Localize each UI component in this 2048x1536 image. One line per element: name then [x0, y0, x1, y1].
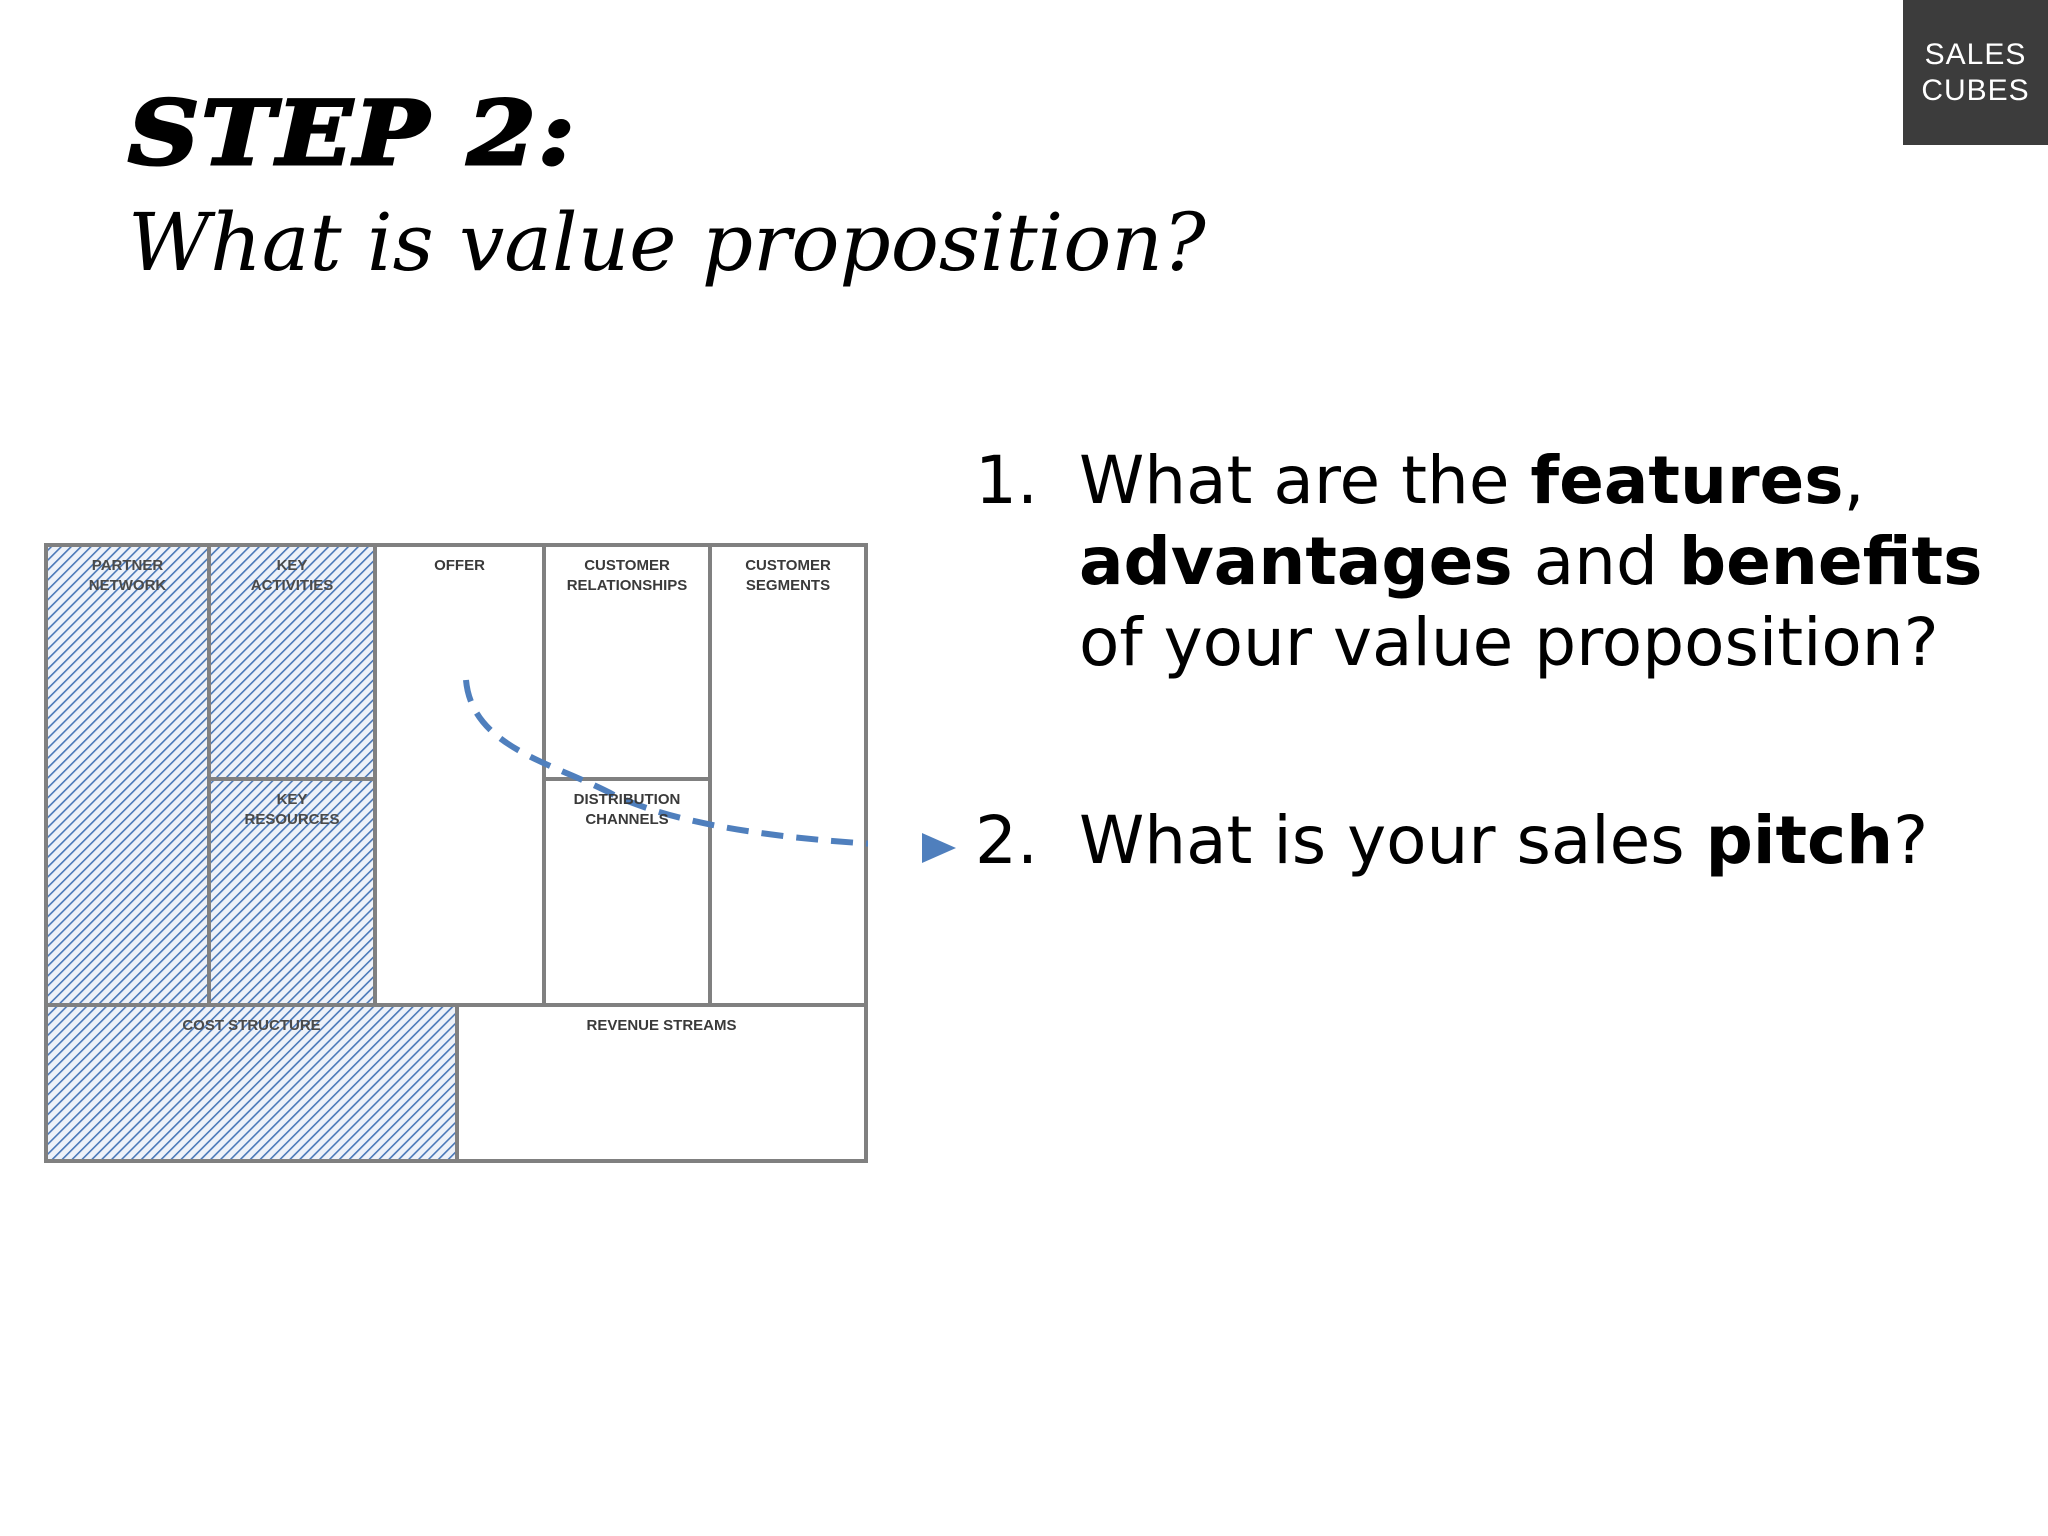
arrow-head-icon [922, 833, 956, 863]
question-1-text: What are the features, advantages and be… [1079, 440, 2019, 683]
dashed-arrow [463, 679, 868, 847]
step-subtitle: What is value proposition? [128, 196, 1206, 289]
cell-key-activities [209, 545, 375, 779]
step-title: STEP 2: [126, 80, 577, 187]
cell-partner-network [46, 545, 209, 1005]
label-key-activities: KEY ACTIVITIES [250, 557, 334, 594]
question-2-number: 2. [975, 802, 1038, 879]
q2-bold-pitch: pitch [1705, 802, 1894, 879]
label-customer-segments: CUSTOMER SEGMENTS [745, 557, 831, 594]
sales-cubes-logo: SALES CUBES [1903, 0, 2048, 145]
label-partner-network: PARTNER NETWORK [88, 557, 167, 594]
label-cost-structure: COST STRUCTURE [182, 1017, 321, 1034]
q1-text-3: and [1512, 523, 1679, 600]
q1-text-1: What are the [1079, 442, 1531, 519]
q2-text-2: ? [1893, 802, 1929, 879]
label-revenue-streams: REVENUE STREAMS [586, 1017, 737, 1034]
label-key-resources: KEY RESOURCES [244, 791, 340, 828]
q1-text-2: , [1843, 442, 1865, 519]
q1-text-4: of your value proposition? [1079, 604, 1939, 681]
logo-line-2: CUBES [1921, 73, 2030, 107]
business-model-canvas: PARTNER NETWORK KEY ACTIVITIES OFFER CUS… [44, 543, 868, 1163]
logo-line-1: SALES [1924, 37, 2027, 71]
q1-bold-advantages: advantages [1079, 523, 1513, 600]
q2-text-1: What is your sales [1079, 802, 1706, 879]
label-distribution-channels: DISTRIBUTION CHANNELS [573, 791, 681, 828]
question-2-text: What is your sales pitch? [1079, 800, 2019, 881]
q1-bold-benefits: benefits [1678, 523, 1983, 600]
q1-bold-features: features [1530, 442, 1844, 519]
question-1-number: 1. [975, 442, 1038, 519]
canvas-graphic [44, 543, 868, 1163]
label-customer-relationships: CUSTOMER RELATIONSHIPS [566, 557, 688, 594]
cell-key-resources [209, 779, 375, 1005]
label-offer: OFFER [434, 557, 485, 574]
cell-cost-structure [46, 1005, 457, 1161]
